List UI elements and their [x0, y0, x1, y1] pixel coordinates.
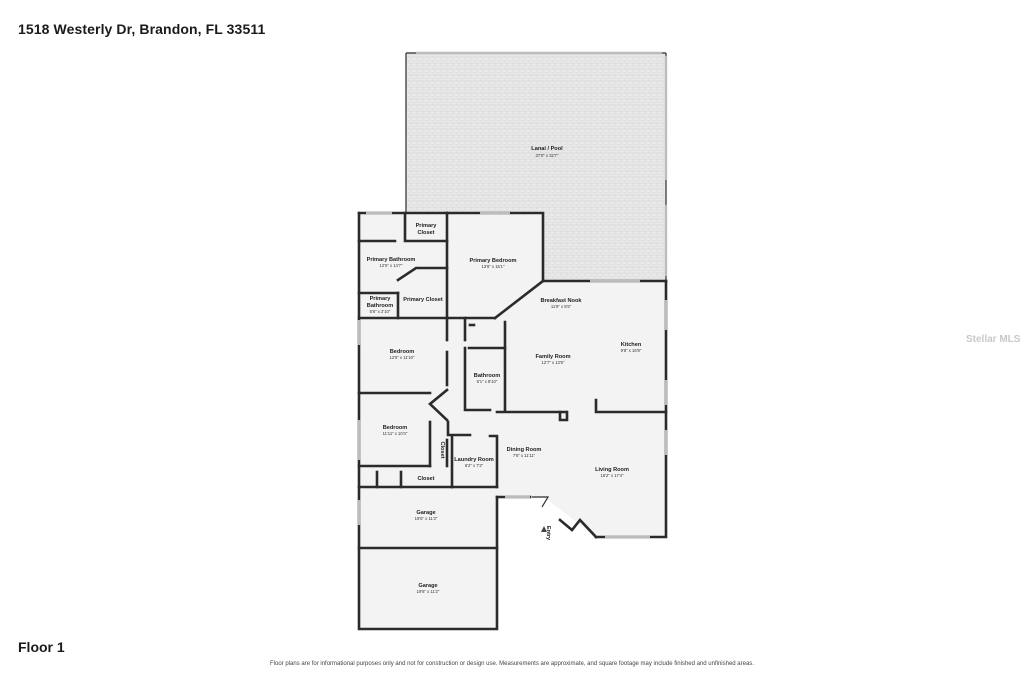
svg-text:37'0" x 32'7": 37'0" x 32'7": [536, 153, 559, 158]
svg-text:Closet: Closet: [417, 476, 434, 482]
svg-text:16'2" x 17'4": 16'2" x 17'4": [601, 473, 624, 478]
exterior-walls: [357, 211, 668, 631]
room-label-bathroom: Bathroom 5'1" x 8'10": [474, 373, 500, 384]
room-label-bedroom-2: Bedroom 11'11" x 10'4": [383, 425, 408, 436]
svg-text:Primary: Primary: [370, 296, 392, 302]
page-title: 1518 Westerly Dr, Brandon, FL 33511: [18, 21, 266, 37]
svg-text:6'2" x 7'2": 6'2" x 7'2": [465, 463, 484, 468]
interior-walls: [357, 211, 668, 550]
svg-text:Bedroom: Bedroom: [390, 349, 415, 355]
disclaimer: Floor plans are for informational purpos…: [270, 661, 754, 667]
svg-text:5'1" x 8'10": 5'1" x 8'10": [477, 379, 498, 384]
svg-text:Closet: Closet: [439, 441, 445, 458]
svg-text:Laundry Room: Laundry Room: [454, 457, 493, 463]
svg-text:Family Room: Family Room: [535, 354, 570, 360]
entry-marker: Entry: [541, 526, 551, 541]
svg-text:Primary Closet: Primary Closet: [403, 297, 443, 303]
room-label-bedroom-1: Bedroom 12'5" x 11'10": [390, 349, 415, 360]
svg-text:Garage: Garage: [418, 583, 437, 589]
svg-text:Primary: Primary: [416, 223, 438, 229]
svg-text:Bathroom: Bathroom: [474, 373, 500, 379]
svg-text:12'5" x 11'10": 12'5" x 11'10": [390, 355, 415, 360]
room-label-primary-closet-top: Primary Closet: [416, 223, 438, 236]
room-label-laundry-room: Laundry Room 6'2" x 7'2": [454, 457, 493, 468]
room-label-closet-small: Closet: [417, 476, 434, 482]
room-label-primary-closet-mid: Primary Closet: [403, 297, 443, 303]
svg-text:Primary Bedroom: Primary Bedroom: [470, 258, 517, 264]
room-label-living-room: Living Room 16'2" x 17'4": [595, 467, 629, 478]
room-label-primary-bedroom: Primary Bedroom 13'8" x 15'1": [470, 258, 517, 269]
svg-text:Living Room: Living Room: [595, 467, 629, 473]
svg-text:Bathroom: Bathroom: [367, 303, 393, 309]
svg-text:9'8" x 16'8": 9'8" x 16'8": [621, 348, 642, 353]
room-label-primary-bathroom: Primary Bathroom 12'5" x 14'7": [367, 257, 416, 268]
room-label-kitchen: Kitchen 9'8" x 16'8": [621, 342, 642, 353]
svg-text:7'6" x 11'11": 7'6" x 11'11": [513, 453, 536, 458]
room-label-breakfast-nook: Breakfast Nook 11'9" x 5'5": [540, 298, 582, 309]
svg-text:19'6" x 11'2": 19'6" x 11'2": [417, 589, 440, 594]
room-label-garage-1: Garage 19'6" x 11'3": [415, 510, 438, 521]
svg-text:11'9" x 5'5": 11'9" x 5'5": [551, 304, 572, 309]
watermark: Stellar MLS: [966, 334, 1021, 345]
room-label-family-room: Family Room 12'7" x 13'6": [535, 354, 570, 365]
svg-text:Breakfast Nook: Breakfast Nook: [540, 298, 582, 304]
svg-text:5'6" x 2'10": 5'6" x 2'10": [370, 309, 391, 314]
svg-text:Closet: Closet: [417, 230, 434, 236]
svg-text:19'6" x 11'3": 19'6" x 11'3": [415, 516, 438, 521]
room-label-garage-2: Garage 19'6" x 11'2": [417, 583, 440, 594]
svg-text:11'11" x 10'4": 11'11" x 10'4": [383, 431, 408, 436]
room-label-primary-bathroom-small: Primary Bathroom 5'6" x 2'10": [367, 296, 393, 314]
floor-label: Floor 1: [18, 639, 65, 655]
svg-text:Primary Bathroom: Primary Bathroom: [367, 257, 416, 263]
entry-arrow-icon: [541, 526, 547, 532]
svg-text:12'7" x 13'6": 12'7" x 13'6": [542, 360, 565, 365]
svg-text:Dining Room: Dining Room: [507, 447, 542, 453]
room-label-lanai: Lanai / Pool 37'0" x 32'7": [531, 146, 563, 158]
svg-text:Entry: Entry: [545, 526, 551, 541]
svg-text:13'8" x 15'1": 13'8" x 15'1": [482, 264, 505, 269]
svg-text:Bedroom: Bedroom: [383, 425, 408, 431]
svg-text:Garage: Garage: [416, 510, 435, 516]
svg-text:Lanai / Pool: Lanai / Pool: [531, 146, 563, 152]
room-label-dining-room: Dining Room 7'6" x 11'11": [507, 447, 542, 458]
room-label-closet-vertical: Closet: [439, 441, 445, 458]
svg-text:12'5" x 14'7": 12'5" x 14'7": [380, 263, 403, 268]
svg-text:Kitchen: Kitchen: [621, 342, 642, 348]
